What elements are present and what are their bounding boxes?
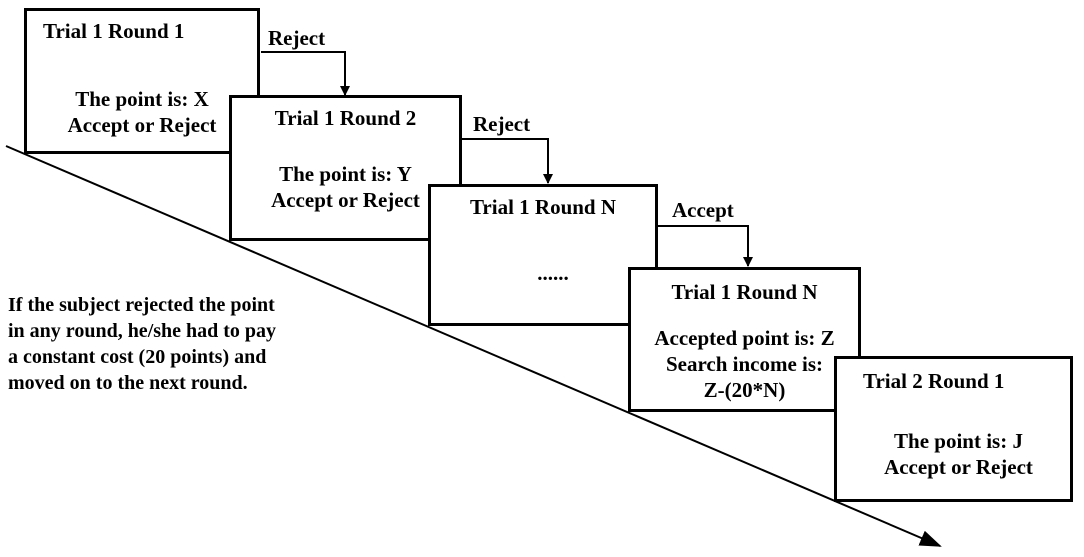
- transition-arrow-1: [261, 51, 350, 96]
- rule-note: If the subject rejected the point in any…: [8, 292, 338, 396]
- transition-arrow-2: [461, 138, 553, 184]
- box-point-line: The point is: Y: [279, 162, 412, 186]
- box-ellipsis: ......: [537, 261, 569, 285]
- note-line: If the subject rejected the point: [8, 294, 275, 316]
- note-line: in any round, he/she had to pay: [8, 320, 277, 342]
- trial1-round1-box: Trial 1 Round 1 The point is: X Accept o…: [24, 8, 260, 154]
- note-line: moved on to the next round.: [8, 372, 248, 394]
- box-title: Trial 1 Round N: [469, 195, 617, 219]
- box-point-line: The point is: X: [75, 87, 209, 111]
- note-line: a constant cost (20 points) and: [8, 346, 267, 368]
- trial1-roundN-box: Trial 1 Round N ......: [428, 184, 658, 326]
- box-title: Trial 1 Round N: [671, 280, 818, 304]
- box-choice-line: Accept or Reject: [67, 113, 217, 137]
- box-choice-line: Accept or Reject: [271, 188, 420, 212]
- transition-label-1: Reject: [268, 26, 326, 50]
- box-choice-line: Accept or Reject: [884, 455, 1033, 479]
- box-title: Trial 1 Round 1: [43, 19, 185, 43]
- transition-label-2: Reject: [473, 112, 531, 136]
- box-accepted-line: Accepted point is: Z: [654, 326, 835, 350]
- box-income-formula: Z-(20*N): [703, 378, 786, 402]
- trial1-roundN-accepted-box: Trial 1 Round N Accepted point is: Z Sea…: [628, 267, 861, 412]
- transition-arrow-3: [658, 225, 753, 267]
- trial1-round2-box: Trial 1 Round 2 The point is: Y Accept o…: [229, 95, 462, 241]
- box-title: Trial 1 Round 2: [274, 106, 417, 130]
- trial2-round1-box: Trial 2 Round 1 The point is: J Accept o…: [834, 356, 1073, 502]
- transition-label-3: Accept: [672, 198, 734, 222]
- box-point-line: The point is: J: [894, 429, 1023, 453]
- box-income-label: Search income is:: [665, 352, 824, 376]
- box-title: Trial 2 Round 1: [863, 369, 1005, 393]
- timeline-arrow: [5, 145, 942, 547]
